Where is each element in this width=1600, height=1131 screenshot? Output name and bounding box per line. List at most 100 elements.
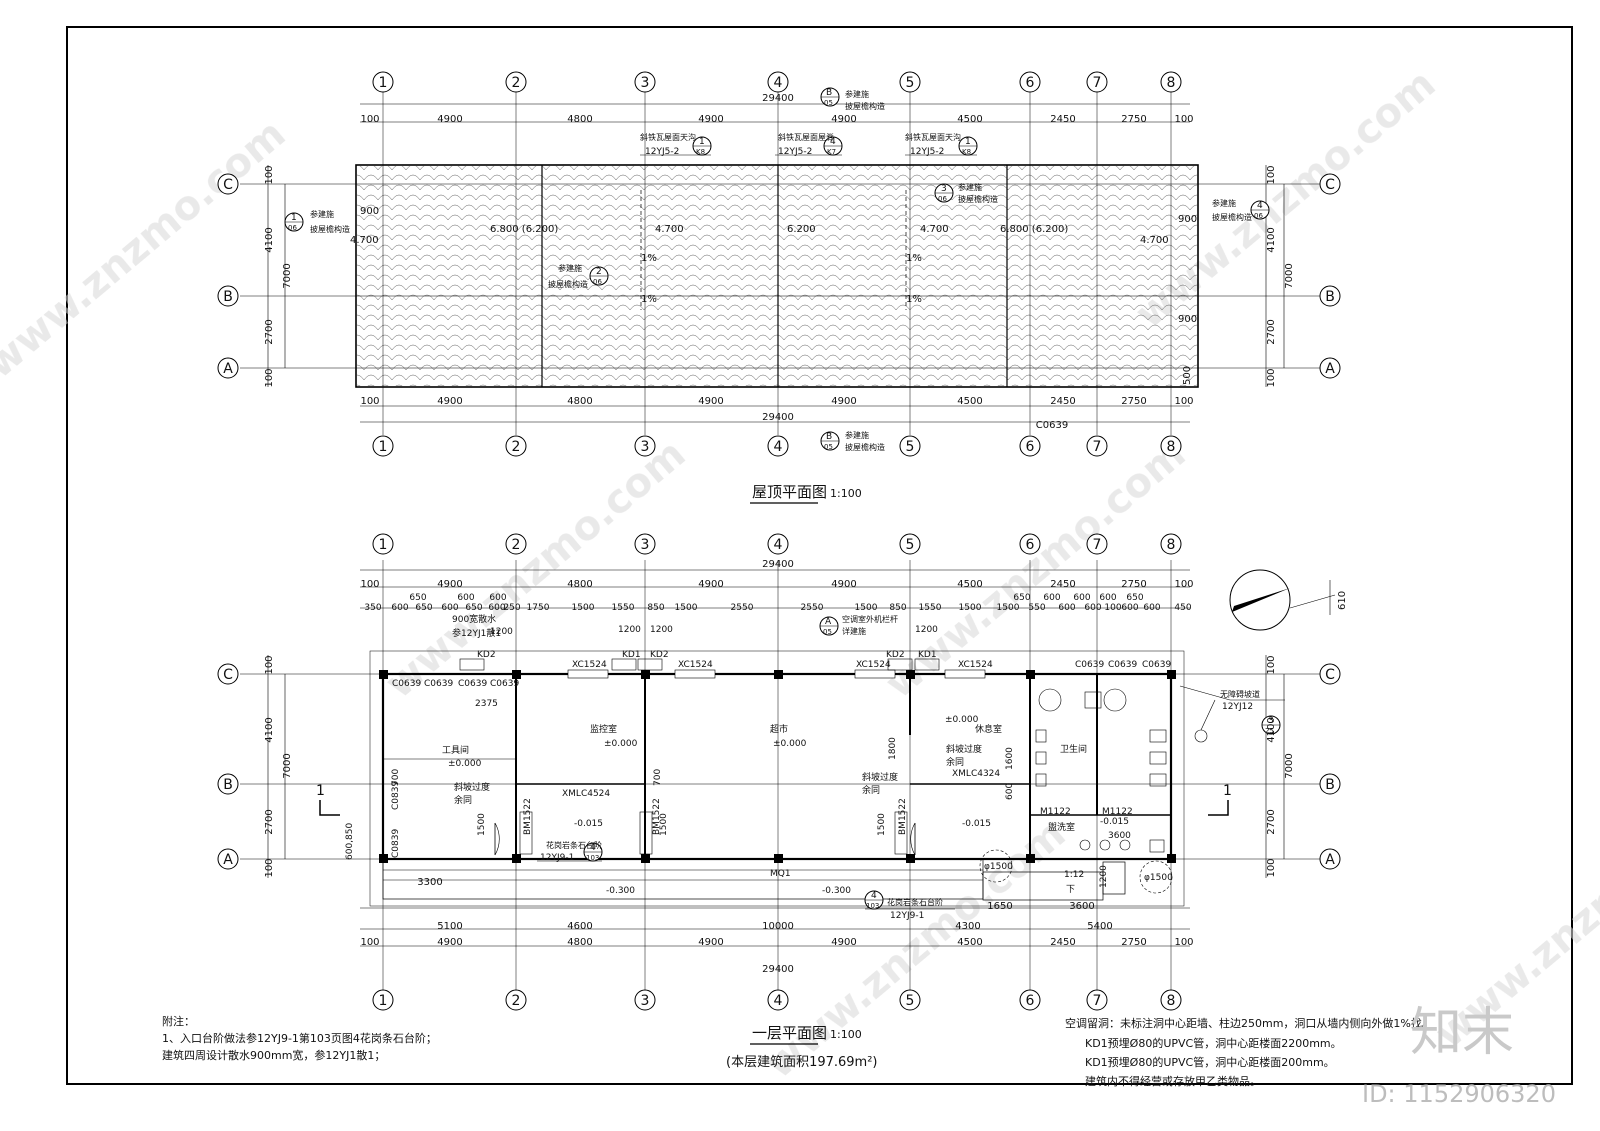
axis-label: 2 bbox=[512, 537, 521, 553]
axis-label: 4 bbox=[774, 75, 783, 91]
dim-detail: 1500 bbox=[959, 603, 982, 613]
dim-misc: 余同 bbox=[862, 784, 880, 796]
sheet-border bbox=[66, 26, 1573, 1085]
svg-text:12YJ12: 12YJ12 bbox=[1222, 702, 1253, 712]
dim-depth: 100 bbox=[1266, 165, 1277, 184]
ref-num: 1 bbox=[965, 137, 971, 147]
watermark-text: www.znzmo.com bbox=[757, 811, 1074, 1088]
svg-text:06: 06 bbox=[1254, 212, 1263, 220]
door-label: BM1522 bbox=[898, 798, 908, 835]
dim-detail: 600 bbox=[488, 603, 505, 613]
dim-edge: 100 bbox=[1174, 396, 1193, 407]
axis-label: 4 bbox=[774, 439, 783, 455]
svg-text:详建施: 详建施 bbox=[842, 626, 866, 636]
svg-text:12YJ9-1: 12YJ9-1 bbox=[540, 853, 574, 863]
dim-depth: 2700 bbox=[264, 809, 275, 834]
roof-slope: 1% bbox=[641, 253, 657, 264]
dim-detail: 600 bbox=[1058, 603, 1075, 613]
svg-text:参建施: 参建施 bbox=[558, 263, 582, 273]
dim-edge: 100 bbox=[360, 579, 379, 590]
floor-title: 一层平面图 1:100 (本层建筑面积197.69m²) bbox=[726, 1024, 878, 1070]
room-elev: -0.015 bbox=[1100, 817, 1129, 827]
dim-detail: 1500 bbox=[997, 603, 1020, 613]
dim-detail: 2550 bbox=[801, 603, 824, 613]
svg-text:空调室外机栏杆: 空调室外机栏杆 bbox=[842, 614, 898, 624]
dim-detail: 850 bbox=[889, 603, 906, 613]
door-label: M1122 bbox=[1040, 807, 1071, 817]
roof-ref-1: 1 K8 12YJ5-2 斜铁瓦屋面天沟 bbox=[640, 132, 712, 157]
dim-span: 2450 bbox=[1050, 114, 1075, 125]
notes-left: 附注： 1、入口台阶做法参12YJ9-1第103页图4花岗条石台阶； 建筑四周设… bbox=[162, 1014, 437, 1062]
svg-text:披屋檐构造: 披屋檐构造 bbox=[958, 194, 998, 204]
dim-misc: 1800 bbox=[888, 737, 898, 760]
notes-line: KD1预埋Ø80的UPVC管，洞中心距楼面2200mm。 bbox=[1085, 1036, 1342, 1050]
dim-span: 2450 bbox=[1050, 396, 1075, 407]
axis-label: B bbox=[223, 777, 233, 793]
dim-total: 29400 bbox=[762, 964, 794, 975]
dim-edge: 100 bbox=[360, 937, 379, 948]
roof-title: 屋顶平面图 1:100 bbox=[750, 483, 862, 504]
notes-right: 空调留洞：未标注洞中心距墙、柱边250mm，洞口从墙内侧向外做1%找。 KD1预… bbox=[1065, 1016, 1433, 1088]
roof-overhang: 900 bbox=[1178, 214, 1197, 225]
dim-total: 29400 bbox=[762, 412, 794, 423]
axis-label: 1 bbox=[379, 537, 388, 553]
axis-label: 6 bbox=[1026, 537, 1035, 553]
axis-label: 7 bbox=[1093, 439, 1102, 455]
ref-code: K7 bbox=[827, 148, 836, 156]
dim-span: 4900 bbox=[437, 396, 462, 407]
axis-label: C bbox=[223, 667, 233, 683]
ramp-label: 1:12 bbox=[1064, 870, 1084, 880]
window-label: C0639 bbox=[1075, 660, 1104, 670]
dim-depth: 2700 bbox=[1266, 809, 1277, 834]
kd-label: KD2 bbox=[650, 650, 669, 660]
dim-detail: 1550 bbox=[919, 603, 942, 613]
brand-logo-text: 知末 bbox=[1410, 1003, 1514, 1063]
dim-edge: 100 bbox=[360, 396, 379, 407]
axis-label: 1 bbox=[379, 993, 388, 1009]
brand-id: ID: 1152906320 bbox=[1362, 1080, 1556, 1108]
dim-detail: 650 bbox=[1126, 593, 1143, 603]
dim-detail: 600 bbox=[1084, 603, 1101, 613]
dim-depth: 7000 bbox=[1284, 753, 1295, 778]
svg-text:1: 1 bbox=[291, 213, 297, 223]
ref-std: 12YJ5-2 bbox=[778, 147, 812, 157]
ramp-dir: 下 bbox=[1066, 885, 1075, 895]
dim-span: 4800 bbox=[567, 114, 592, 125]
axis-label: 5 bbox=[906, 537, 915, 553]
dim-bottom2: 5100 bbox=[437, 921, 462, 932]
axis-label: 4 bbox=[774, 537, 783, 553]
notes-line: 建筑内不得经营或存放甲乙类物品。 bbox=[1085, 1074, 1261, 1088]
dim-misc: 700 bbox=[391, 769, 401, 786]
roof-outline bbox=[355, 164, 1199, 388]
section-mark: 1 bbox=[1223, 783, 1232, 799]
dim-edge: 100 bbox=[1174, 579, 1193, 590]
elev-label: -0.015 bbox=[574, 819, 603, 829]
kd-label: KD1 bbox=[622, 650, 641, 660]
axis-label: B bbox=[1325, 777, 1335, 793]
dim-bottom2: 4600 bbox=[567, 921, 592, 932]
dim-detail: 650 bbox=[1013, 593, 1030, 603]
dim-detail: 1200 bbox=[650, 625, 673, 635]
axis-label: A bbox=[1325, 852, 1335, 868]
dim-depth: 4100 bbox=[264, 227, 275, 252]
axis-label: 3 bbox=[641, 537, 650, 553]
dim-bottom2: 5400 bbox=[1087, 921, 1112, 932]
dim-detail: 1200 bbox=[915, 625, 938, 635]
dim-span: 4800 bbox=[567, 937, 592, 948]
room-name: 超市 bbox=[770, 723, 788, 735]
dim-depth: 4100 bbox=[1266, 717, 1277, 742]
svg-text:2: 2 bbox=[596, 267, 602, 277]
roof-plan bbox=[240, 92, 1330, 435]
roof-detail-ref-4: 4 06 参建施 披屋檐构造 bbox=[1212, 198, 1270, 222]
svg-text:参建施: 参建施 bbox=[310, 209, 334, 219]
room-name: 监控室 bbox=[590, 723, 617, 735]
notes-line: 建筑四周设计散水900mm宽，参12YJ1散1； bbox=[162, 1048, 385, 1062]
roof-slope: 1% bbox=[906, 253, 922, 264]
window-label: C0639 bbox=[1142, 660, 1171, 670]
dim-detail: 650 bbox=[415, 603, 432, 613]
dim-bottom: 3300 bbox=[417, 877, 442, 888]
room-elev: ±0.000 bbox=[604, 739, 638, 749]
svg-text:A: A bbox=[825, 617, 832, 627]
dim-misc: 斜坡过度 bbox=[454, 781, 490, 793]
